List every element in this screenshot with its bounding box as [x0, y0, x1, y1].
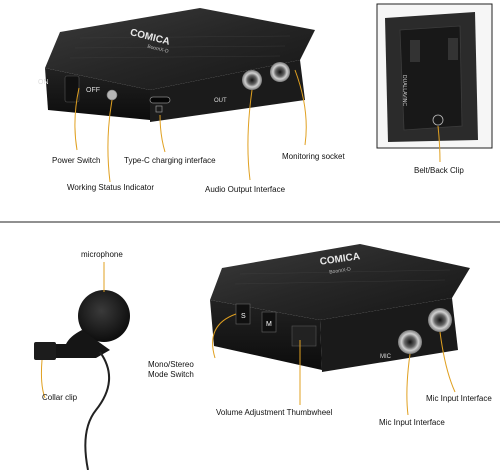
mic-port-label: MIC	[380, 354, 392, 360]
type-c-port	[149, 96, 171, 104]
label-microphone: microphone	[81, 250, 123, 259]
label-collar-clip: Collar clip	[42, 393, 78, 402]
volume-thumbwheel	[291, 325, 317, 347]
model-top: BoomX-D	[147, 44, 170, 55]
transmitter-front-view	[210, 244, 470, 372]
switch-off-label: OFF	[86, 87, 100, 94]
audio-output-jack	[242, 70, 262, 90]
top-leader-lines	[74, 69, 441, 183]
switch-s-label: S	[241, 313, 246, 320]
label-monitoring-socket: Monitoring socket	[282, 152, 345, 161]
belt-clip-view	[376, 3, 493, 149]
clip-text: DUALLAVINC	[401, 75, 407, 106]
label-mono-stereo: Mono/Stereo Mode Switch	[148, 360, 194, 379]
status-led	[106, 89, 118, 101]
label-audio-output: Audio Output Interface	[205, 185, 286, 194]
lavalier-microphone	[34, 290, 130, 470]
monitoring-jack	[270, 62, 290, 82]
switch-on-label: ON	[38, 79, 49, 86]
mic-input-jack-2	[428, 308, 452, 332]
label-mic-input-right: Mic Input Interface	[426, 394, 492, 403]
out-port-label: OUT	[214, 98, 227, 104]
collar-clip	[34, 342, 56, 360]
mic-input-jack-1	[398, 330, 422, 354]
label-mic-input-bottom: Mic Input Interface	[379, 418, 445, 427]
switch-m-label: M	[266, 321, 272, 328]
label-power-switch: Power Switch	[52, 156, 101, 165]
transmitter-top-view	[45, 8, 315, 122]
label-belt-clip: Belt/Back Clip	[414, 166, 464, 175]
label-working-status: Working Status Indicator	[67, 183, 155, 192]
label-type-c: Type-C charging interface	[124, 156, 216, 165]
label-volume-thumbwheel: Volume Adjustment Thumbwheel	[216, 408, 333, 417]
model-bottom: BoomX-D	[329, 267, 352, 276]
bottom-leader-lines	[40, 262, 456, 416]
